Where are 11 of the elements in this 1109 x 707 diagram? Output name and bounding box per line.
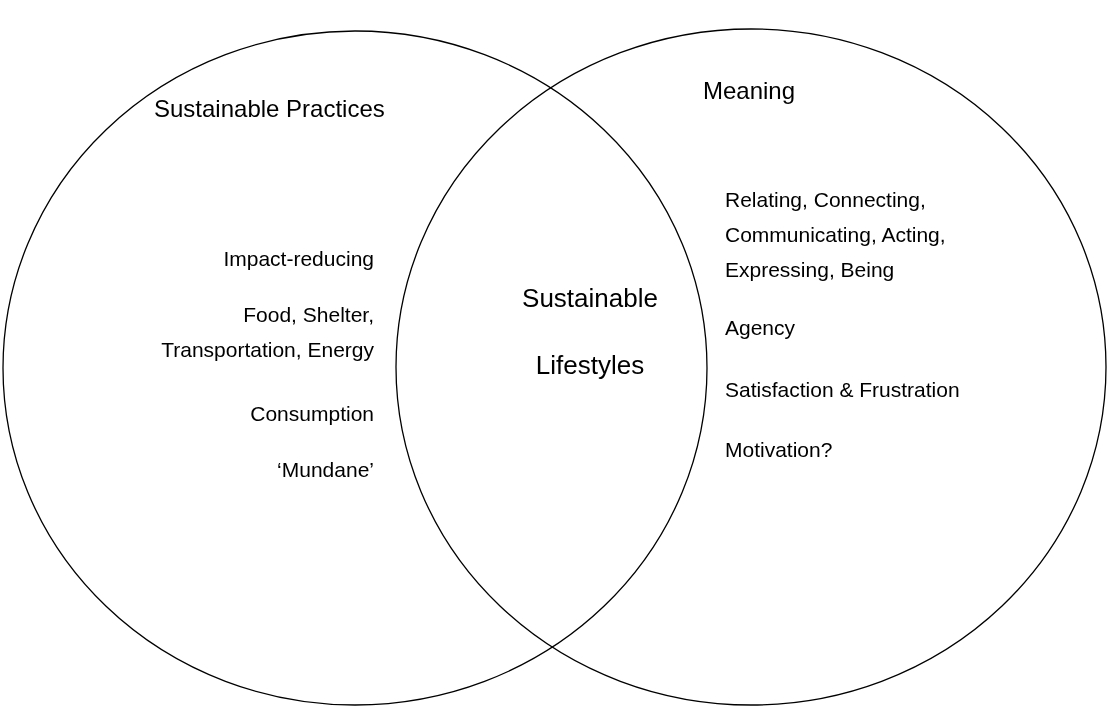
set-heading: Meaning <box>703 76 796 106</box>
item-text: Relating, Connecting, Communicating, Acting, Expressing, Being <box>725 187 947 283</box>
item-text: Agency <box>725 315 797 341</box>
item-text: Impact-reducing <box>222 246 374 272</box>
item-text: Motivation? <box>725 437 834 463</box>
item-text: ‘Mundane’ <box>276 457 374 483</box>
item-text: Satisfaction & Frustration <box>725 377 961 403</box>
item-text: Consumption <box>249 401 374 427</box>
item-text: Food, Shelter, Transportation, Energy <box>160 302 374 363</box>
overlap-label: Sustainable Lifestyles <box>521 282 659 382</box>
set-heading: Sustainable Practices <box>154 94 385 124</box>
